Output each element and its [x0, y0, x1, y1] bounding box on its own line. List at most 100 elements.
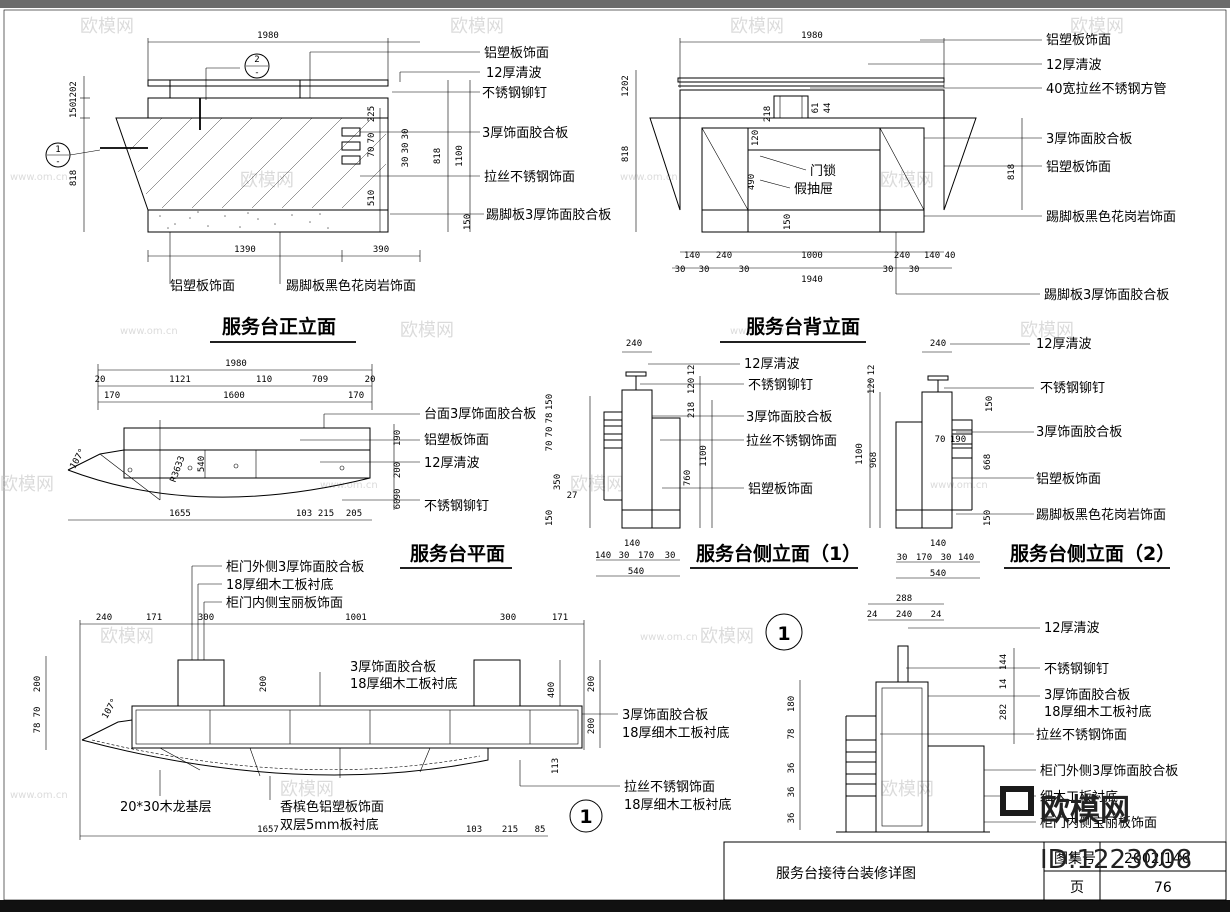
dim: 30	[619, 551, 630, 561]
leader-label: 踢脚板黑色花岗岩饰面	[286, 278, 416, 294]
section-marker: 1	[579, 806, 592, 828]
dim: 140	[924, 251, 940, 261]
back-elevation: 1980 1202 818 218 61 44 120 490 150 140 …	[621, 31, 1176, 343]
leader-label: 踢脚板3厚饰面胶合板	[1044, 287, 1169, 303]
dim: 818	[621, 146, 631, 162]
dim: 170	[638, 551, 654, 561]
watermark-brand: 欧模网	[100, 626, 154, 647]
dim: 140	[958, 553, 974, 563]
dim: 760	[683, 470, 693, 486]
dim: 818	[433, 148, 443, 164]
dim: 44	[823, 103, 833, 114]
dim: 70	[367, 133, 377, 144]
dim: 24	[931, 610, 942, 620]
dim: 78	[33, 723, 43, 734]
dim: 1202	[621, 75, 631, 97]
dim: 215	[318, 509, 334, 519]
dim: 12	[867, 365, 877, 376]
dim: 103	[466, 825, 482, 835]
dim: 70	[545, 441, 555, 452]
dim: 1940	[801, 275, 823, 285]
view-title: 服务台侧立面（1）	[696, 542, 861, 565]
dim: 170	[104, 391, 120, 401]
dim: 171	[552, 613, 568, 623]
sheet-title: 服务台接待台装修详图	[776, 865, 916, 882]
dim: 180	[787, 696, 797, 712]
dim: 140	[624, 539, 640, 549]
watermark-brand: 欧模网	[400, 320, 454, 341]
view-title: 服务台正立面	[222, 315, 336, 338]
leader-label: 拉丝不锈钢饰面	[1036, 728, 1127, 743]
dim: 540	[197, 456, 207, 472]
dim: 540	[930, 569, 946, 579]
dim: 205	[346, 509, 362, 519]
dim: 70	[367, 147, 377, 158]
leader-label: 香槟色铝塑板饰面	[280, 799, 384, 815]
dim: 140	[930, 539, 946, 549]
bottom-border	[0, 900, 1230, 912]
dim: 1121	[169, 375, 191, 385]
leader-label: 12厚清波	[1044, 621, 1100, 636]
leader-label: 12厚清波	[486, 66, 542, 81]
dim: 709	[312, 375, 328, 385]
watermark-brand: 欧模网	[700, 626, 754, 647]
detail-marker: 1	[777, 623, 790, 645]
side-elevation-2: 240 12 120 150 70 190 1100 968 668 150 3…	[855, 337, 1175, 579]
leader-label: 柜门外侧3厚饰面胶合板	[1040, 763, 1178, 779]
watermark-brand: 欧模网	[450, 16, 504, 37]
view-title: 服务台背立面	[746, 315, 860, 338]
dim: 30	[401, 129, 411, 140]
dim: 200	[587, 676, 597, 692]
dim: 390	[373, 245, 389, 255]
leader-label: 18厚细木工板衬底	[1044, 704, 1152, 720]
dim-width: 1980	[257, 31, 279, 41]
dim: 240	[626, 339, 642, 349]
watermark-brand: 欧模网	[880, 170, 934, 191]
leader-label: 不锈钢铆钉	[1040, 381, 1105, 396]
dim: 36	[787, 813, 797, 824]
leader-label: 12厚清波	[1046, 58, 1102, 73]
view-title: 服务台侧立面（2）	[1010, 542, 1175, 565]
dim: 300	[198, 613, 214, 623]
dim: 818	[69, 170, 79, 186]
dim: 968	[869, 452, 879, 468]
dim: 540	[628, 567, 644, 577]
page-number: 76	[1154, 880, 1172, 896]
watermark-url: www.om.cn	[620, 172, 678, 183]
leader-label: 18厚细木工板衬底	[624, 797, 732, 813]
dim: 12	[687, 365, 697, 376]
dim: 40	[945, 251, 956, 261]
leader-label: 18厚细木工板衬底	[622, 725, 730, 741]
dim: 1202	[69, 81, 79, 103]
watermark-layer: 欧模网 欧模网 欧模网 欧模网 欧模网 欧模网 欧模网 欧模网 欧模网 欧模网 …	[0, 16, 1124, 801]
leader-label: 12厚清波	[1036, 337, 1092, 352]
dim: 190	[393, 430, 403, 446]
dim: 70	[545, 427, 555, 438]
dim: 200	[587, 718, 597, 734]
dim: 150	[545, 510, 555, 526]
dim: 30	[401, 143, 411, 154]
leader-label: 铝塑板饰面	[1046, 160, 1111, 175]
dim: 120	[751, 130, 761, 146]
dim: 170	[916, 553, 932, 563]
leader-label: 3厚饰面胶合板	[482, 125, 568, 141]
leader-label: 不锈钢铆钉	[1044, 662, 1109, 677]
leader-label: 踢脚板黑色花岗岩饰面	[1036, 507, 1166, 523]
watermark-brand: 欧模网	[570, 474, 624, 495]
detail-1-section: 1 288 24 240 24 144 14 282 180 78 36 36 …	[765, 594, 1178, 833]
dim: 70	[33, 707, 43, 718]
leader-label: 3厚饰面胶合板	[1036, 424, 1122, 440]
svg-text:-: -	[254, 68, 259, 78]
dim: 190	[950, 435, 966, 445]
dim: 85	[535, 825, 546, 835]
dim: 818	[1007, 164, 1017, 180]
dim: 140	[595, 551, 611, 561]
leader-label: 铝塑板饰面	[748, 482, 813, 497]
dim: 103	[296, 509, 312, 519]
section-mark: 2	[254, 55, 259, 65]
leader-label: 柜门内侧宝丽板饰面	[1040, 815, 1157, 831]
side-elevation-1: 240 12 120 218 150 78 70 70 350 27 150 1…	[545, 339, 861, 577]
leader-label: 3厚饰面胶合板	[746, 409, 832, 425]
watermark-url: www.om.cn	[730, 326, 788, 337]
leader-label: 踢脚板3厚饰面胶合板	[486, 207, 611, 223]
